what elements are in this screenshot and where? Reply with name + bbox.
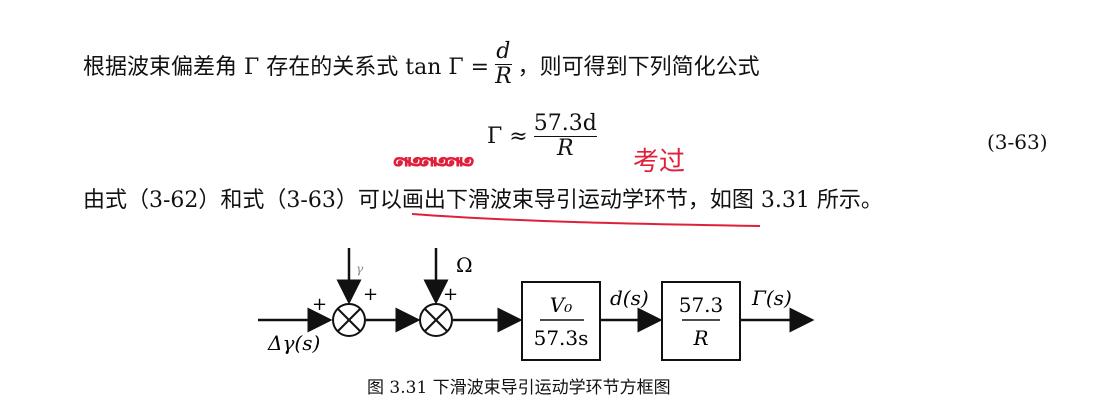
summing-junction-1 [332,303,366,337]
handwritten-mark: ꘏꘏꘏ [392,140,475,173]
equation-3-63: Γ ≈ 57.3d R [487,112,603,161]
transfer-block-2 [661,281,741,361]
figure-caption: 图 3.31 下滑波束导引运动学环节方框图 [367,378,671,398]
block2-numerator: 57.3 [679,293,724,317]
top-input-label-1: γ [356,262,364,276]
transfer-block-1 [521,281,601,361]
equation-lhs: Γ ≈ [487,124,528,149]
fraction-bar [495,64,512,65]
top-input-label-2: Ω [456,253,473,277]
equation-denominator: R [556,136,574,161]
paragraph-2: 由式（3-62）和式（3-63）可以画出下滑波束导引运动学环节，如图 3.31 … [83,188,883,213]
fraction-denominator: R [495,64,512,89]
fraction-d-over-r: d R [495,40,512,89]
equation-fraction: 57.3d R [533,111,597,161]
plus-sign-2: + [363,284,378,305]
signal-label: d(s) [610,286,649,310]
fraction-numerator: d [496,39,511,64]
handwritten-underline [411,213,761,227]
equation-numerator: 57.3d [533,111,597,136]
block2-denominator: R [692,326,708,350]
block1-denominator: 57.3s [534,326,589,350]
paragraph-1-suffix: ，则可得到下列简化公式 [517,54,760,80]
equation-fraction-bar [533,136,597,137]
equation-number: (3-63) [987,130,1048,154]
summing-junction-2 [419,303,453,337]
input-label: Δγ(s) [267,331,320,355]
block1-numerator: V₀ [550,293,572,317]
plus-sign-1: + [312,294,327,315]
output-label: Γ(s) [751,286,792,310]
plus-sign-3: + [443,284,458,305]
paragraph-1-prefix: 根据波束偏差角 Γ 存在的关系式 tan Γ = [83,54,490,80]
handwritten-note: 考过 [633,147,686,177]
paragraph-1: 根据波束偏差角 Γ 存在的关系式 tan Γ = d R ，则可得到下列简化公式 [83,40,760,89]
